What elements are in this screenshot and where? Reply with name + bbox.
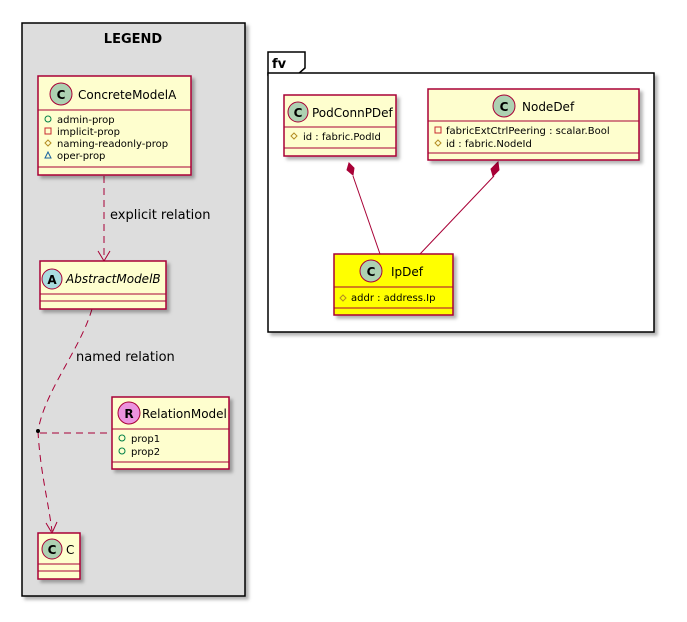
class-concrete-model-a[interactable]: C ConcreteModelA admin-prop implicit-pro… (37, 75, 192, 176)
nodedef-ipdef-edge (419, 175, 495, 255)
class-name: RelationModel (142, 407, 227, 421)
attr-fabric-ext-ctrl-peering: fabricExtCtrlPeering : scalar.Bool (446, 126, 610, 137)
class-relation-model[interactable]: R RelationModel prop1 prop2 (111, 396, 230, 470)
prop-1: prop1 (131, 434, 160, 445)
package-visibility-icon (44, 150, 52, 159)
explicit-relation-label: explicit relation (110, 208, 210, 223)
class-badge-icon (41, 538, 63, 560)
podconn-ipdef-edge (352, 175, 381, 255)
prop-oper: oper-prop (57, 151, 105, 162)
nodedef-composition-diamond (490, 160, 500, 177)
svg-text:C: C (57, 88, 66, 102)
attr-id: id : fabric.PodId (303, 132, 381, 143)
attr-id: id : fabric.NodeId (446, 139, 532, 150)
attr-addr: addr : address.Ip (351, 293, 435, 304)
class-abstract-model-b[interactable]: A AbstractModelB (39, 260, 167, 310)
class-pod-conn-p-def[interactable]: C PodConnPDef id : fabric.PodId (283, 94, 397, 157)
public-visibility-icon (118, 434, 126, 442)
class-c[interactable]: C C (37, 532, 81, 580)
package-name: fv (272, 57, 287, 72)
relation-badge-icon (117, 401, 141, 425)
protected-visibility-icon (434, 139, 442, 147)
private-visibility-icon (434, 126, 442, 134)
named-relation-label: named relation (76, 350, 175, 365)
protected-visibility-icon (44, 139, 52, 147)
private-visibility-icon (44, 127, 52, 135)
svg-text:A: A (47, 273, 57, 287)
svg-text:C: C (367, 265, 376, 279)
class-name: PodConnPDef (312, 106, 394, 120)
svg-text:C: C (294, 106, 303, 120)
public-visibility-icon (44, 115, 52, 123)
named-relation-edge-lower (37, 430, 53, 532)
legend-title: LEGEND (104, 32, 163, 47)
class-badge-icon (492, 94, 516, 118)
edges: explicit relation named relation (36, 160, 500, 535)
class-name: NodeDef (522, 100, 575, 114)
class-ip-def[interactable]: C IpDef addr : address.Ip (333, 253, 454, 316)
class-name: C (66, 543, 74, 557)
prop-2: prop2 (131, 447, 160, 458)
class-node-def[interactable]: C NodeDef fabricExtCtrlPeering : scalar.… (427, 88, 640, 161)
podconn-composition-diamond (346, 162, 355, 176)
named-relation-edge-upper (37, 308, 93, 432)
svg-text:C: C (500, 100, 509, 114)
svg-text:C: C (48, 543, 57, 557)
svg-text:R: R (124, 407, 133, 421)
prop-implicit: implicit-prop (57, 127, 120, 138)
class-badge-icon (49, 82, 73, 106)
prop-naming-readonly: naming-readonly-prop (57, 139, 168, 150)
class-badge-icon (359, 259, 383, 283)
prop-admin: admin-prop (57, 115, 115, 126)
class-name: IpDef (391, 265, 424, 279)
protected-visibility-icon (290, 132, 298, 140)
abstract-badge-icon (41, 268, 63, 290)
public-visibility-icon (118, 447, 126, 455)
relation-junction-point (36, 429, 40, 433)
class-name: ConcreteModelA (78, 88, 177, 102)
class-name: AbstractModelB (65, 272, 161, 286)
class-badge-icon (287, 101, 309, 123)
protected-visibility-icon (339, 294, 347, 302)
